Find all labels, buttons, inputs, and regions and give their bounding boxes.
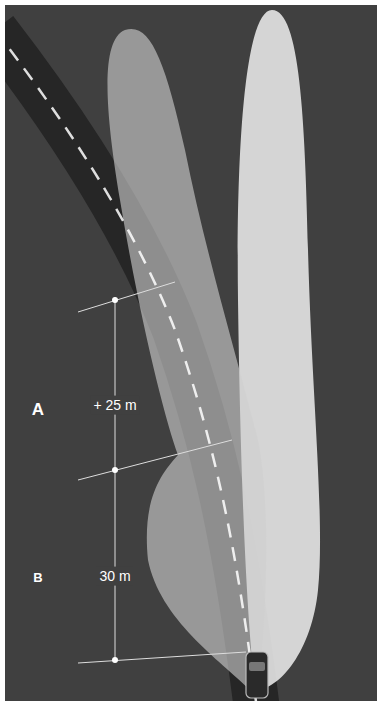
dimension-dot xyxy=(112,297,118,303)
extension-line xyxy=(78,652,246,663)
dimension-label: + 25 m xyxy=(90,396,139,415)
extension-line xyxy=(78,282,175,312)
dimension-dot xyxy=(112,657,118,663)
dimension-line xyxy=(115,297,116,660)
center-line xyxy=(5,30,257,701)
extension-line xyxy=(78,440,232,480)
car xyxy=(246,652,268,698)
car-windscreen xyxy=(249,662,265,671)
dimension-dot xyxy=(112,467,118,473)
dimension-lines xyxy=(78,282,246,663)
section-letter: B xyxy=(30,569,45,587)
dimension-dots xyxy=(112,297,118,663)
scene xyxy=(5,10,320,701)
cornering-beam xyxy=(108,29,267,690)
dimension-label: 30 m xyxy=(96,567,133,586)
section-letter: A xyxy=(29,399,47,421)
